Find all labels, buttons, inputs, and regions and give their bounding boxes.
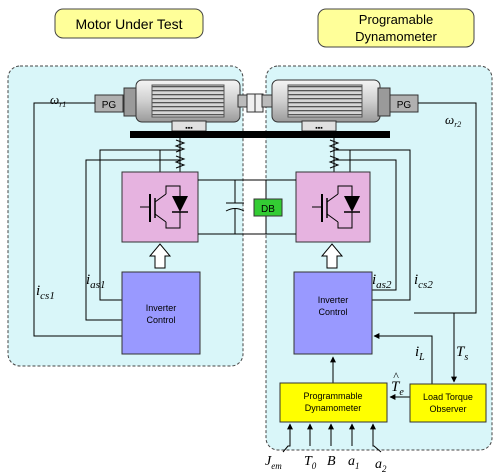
db-label: DB [261,204,275,215]
observer-to-control [373,333,433,384]
label-omega-r2: ωr2 [445,112,461,129]
gate-arrow-left [148,243,172,269]
label-B: B [327,454,336,469]
label-Ts: Ts [456,344,468,363]
label-ias1: ias1 [86,272,105,291]
parameter-inputs [282,423,382,453]
label-a2: a2 [375,457,387,473]
speed-feedback-right [418,102,477,314]
programmable-dynamometer-line1: Programmable [303,391,362,401]
label-ics1: ics1 [36,283,55,302]
label-iL: iL [415,344,425,363]
inverter-control-right-line1: Inverter [318,295,349,305]
speed-feedback-left [33,102,122,337]
load-torque-observer-box [409,383,487,423]
title-right-line2: Dynamometer [355,29,437,44]
dc-link [198,179,296,235]
base-bar [130,131,390,138]
inverter-control-right [293,271,373,355]
title-right-line1: Programable [359,12,433,27]
gate-arrow-right [320,243,344,269]
svg-text:▪▪▪: ▪▪▪ [185,125,193,132]
title-left: Motor Under Test [75,16,182,32]
label-Jem: Jem [265,454,282,471]
inverter-right [295,171,371,243]
label-a1: a1 [348,454,360,471]
wiring-left [85,131,186,321]
pg-right-label: PG [397,100,412,111]
label-Te-hat-caret: ^ [393,369,399,383]
inverter-control-right-line2: Control [318,307,347,317]
inverter-control-left [121,271,201,355]
motor-right: ▪▪▪ [261,79,391,132]
label-ics2: ics2 [414,272,433,291]
inverter-control-left-line2: Control [146,315,175,325]
svg-text:▪▪▪: ▪▪▪ [315,125,323,132]
wiring-right [328,131,411,301]
label-Te-hat: Te [391,379,404,398]
inverter-left [121,171,199,243]
label-omega-r1: ωr1 [50,92,66,109]
label-T0: T0 [304,454,317,471]
title-box-left [54,8,204,39]
title-box-right [317,8,475,48]
db-box [253,198,283,217]
load-torque-observer-line2: Observer [429,404,466,414]
inverter-control-left-line1: Inverter [146,303,177,313]
load-torque-observer-line1: Load Torque [423,392,473,402]
programmable-dynamometer-box [279,382,388,423]
programmable-dynamometer-line2: Dynamometer [305,403,362,413]
label-ias2: ias2 [372,272,392,291]
pg-left-label: PG [102,100,117,111]
